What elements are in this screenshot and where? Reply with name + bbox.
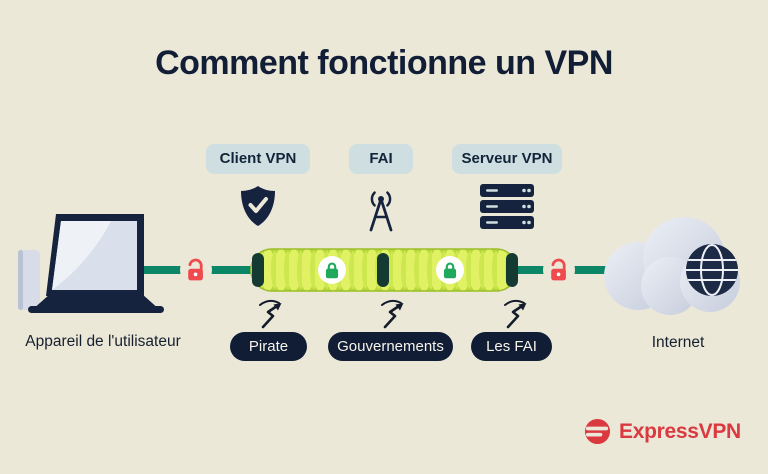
deflected-arrow-icon — [259, 299, 282, 329]
device-label: Appareil de l'utilisateur — [25, 333, 181, 350]
brand-name: ExpressVPN — [619, 419, 741, 443]
closed-lock-badge — [436, 256, 464, 284]
tunnel-node-fai — [377, 253, 389, 287]
laptop-and-phone-icon — [18, 214, 164, 313]
expressvpn-logo-icon — [584, 418, 611, 445]
open-lock-icon — [188, 258, 203, 281]
closed-lock-icon — [325, 262, 339, 279]
cloud-globe-icon — [604, 217, 740, 315]
page-title: Comment fonctionne un VPN — [155, 44, 613, 82]
label-serveur-vpn: Serveur VPN — [452, 144, 562, 174]
tunnel-node-server — [506, 253, 518, 287]
deflected-arrow-icon — [504, 299, 527, 329]
closed-lock-badge — [318, 256, 346, 284]
deflected-arrow-icon — [381, 299, 404, 329]
server-rack-icon — [480, 184, 534, 229]
threat-les-fai: Les FAI — [471, 332, 552, 361]
label-client-vpn: Client VPN — [206, 144, 310, 174]
antenna-icon — [369, 191, 393, 232]
internet-label: Internet — [651, 334, 705, 351]
brand-lockup: ExpressVPN — [584, 418, 741, 445]
threat-gouvernements: Gouvernements — [328, 332, 453, 361]
shield-check-icon — [241, 186, 275, 226]
tunnel-node-client — [252, 253, 264, 287]
threat-pirate: Pirate — [230, 332, 307, 361]
closed-lock-icon — [443, 262, 457, 279]
label-fai: FAI — [349, 144, 413, 174]
open-lock-icon — [551, 258, 566, 281]
